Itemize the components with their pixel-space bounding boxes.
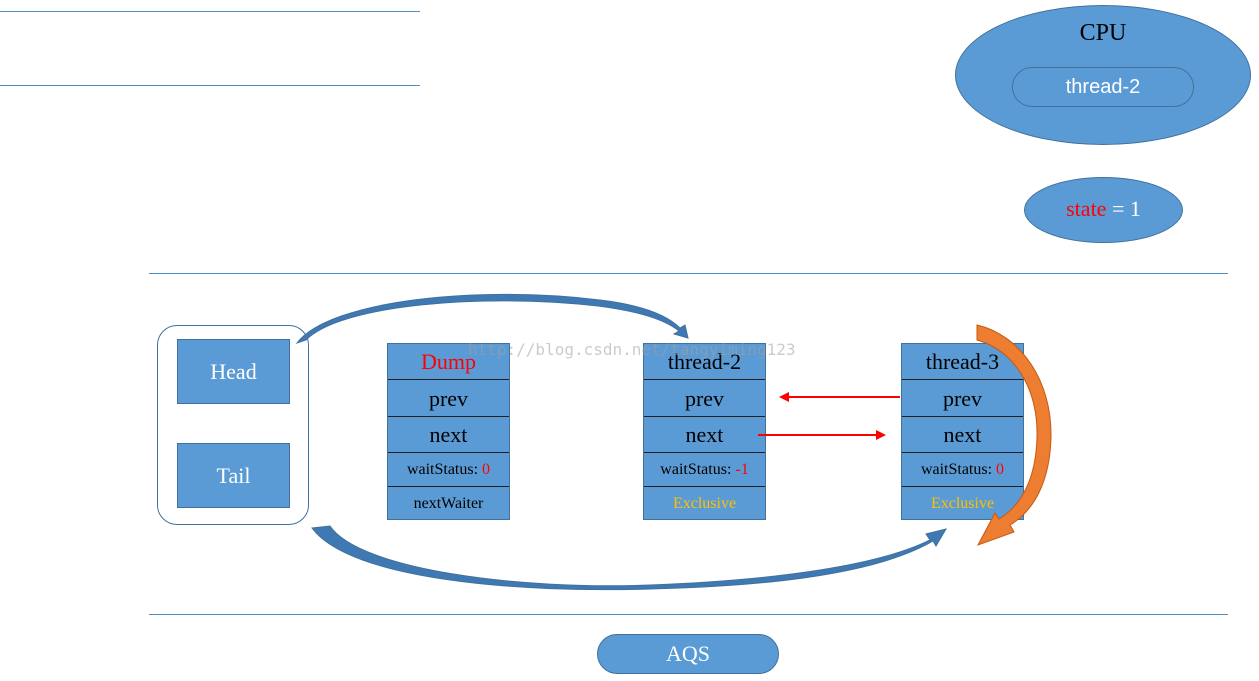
- node-thread-3-next: next: [902, 417, 1023, 453]
- head-box: Head: [177, 339, 290, 404]
- tail-box: Tail: [177, 443, 290, 508]
- node-thread-2-name: thread-2: [644, 344, 765, 380]
- node-thread-3-wait-label: waitStatus:: [920, 461, 993, 478]
- node-dump-wait-value: 0: [482, 461, 491, 478]
- node-dump-next: next: [388, 417, 509, 453]
- node-thread-2-prev: prev: [644, 380, 765, 417]
- state-text: state = 1: [1025, 196, 1182, 222]
- node-dump-next-waiter: nextWaiter: [413, 495, 484, 512]
- node-dump-wait: waitStatus: 0: [388, 453, 509, 487]
- divider-lower: [149, 614, 1228, 615]
- head-tail-frame: Head Tail: [157, 325, 309, 525]
- node-dump: Dump prev next waitStatus: 0 nextWaiter: [387, 343, 510, 520]
- node-thread-2-next: next: [644, 417, 765, 453]
- node-thread-2-wait-value: -1: [735, 461, 749, 478]
- node-thread-2-wait-label: waitStatus:: [660, 461, 732, 478]
- node-thread-2-wait: waitStatus: -1: [644, 453, 765, 487]
- node-thread-3-prev: prev: [902, 380, 1023, 417]
- divider-upper: [149, 273, 1228, 274]
- node-thread-3-wait-value: 0: [996, 461, 1005, 478]
- cpu-ellipse: CPU thread-2: [955, 5, 1251, 145]
- node-dump-prev: prev: [388, 380, 509, 417]
- node-thread-3: thread-3 prev next waitStatus: 0 Exclusi…: [901, 343, 1024, 520]
- node-thread-3-wait: waitStatus: 0: [902, 453, 1023, 487]
- state-label: state: [1066, 196, 1107, 221]
- node-thread-2: thread-2 prev next waitStatus: -1 Exclus…: [643, 343, 766, 520]
- tail-to-thread3-arrow: [311, 525, 948, 591]
- state-value: = 1: [1111, 196, 1141, 221]
- aqs-label: AQS: [597, 634, 779, 674]
- node-thread-2-mode: Exclusive: [672, 495, 737, 512]
- node-dump-wait-label: waitStatus:: [406, 461, 479, 478]
- state-ellipse: state = 1: [1024, 177, 1183, 243]
- node-thread-3-name: thread-3: [902, 344, 1023, 380]
- orange-curved-arrow: [976, 324, 1052, 546]
- node-thread-3-mode: Exclusive: [930, 495, 995, 512]
- cpu-thread-pill: thread-2: [1012, 67, 1194, 107]
- node-dump-name: Dump: [388, 344, 509, 380]
- top-line-1: [0, 11, 420, 12]
- top-line-2: [0, 85, 420, 86]
- head-to-thread2-arrow: [295, 293, 689, 344]
- cpu-title: CPU: [1079, 20, 1127, 46]
